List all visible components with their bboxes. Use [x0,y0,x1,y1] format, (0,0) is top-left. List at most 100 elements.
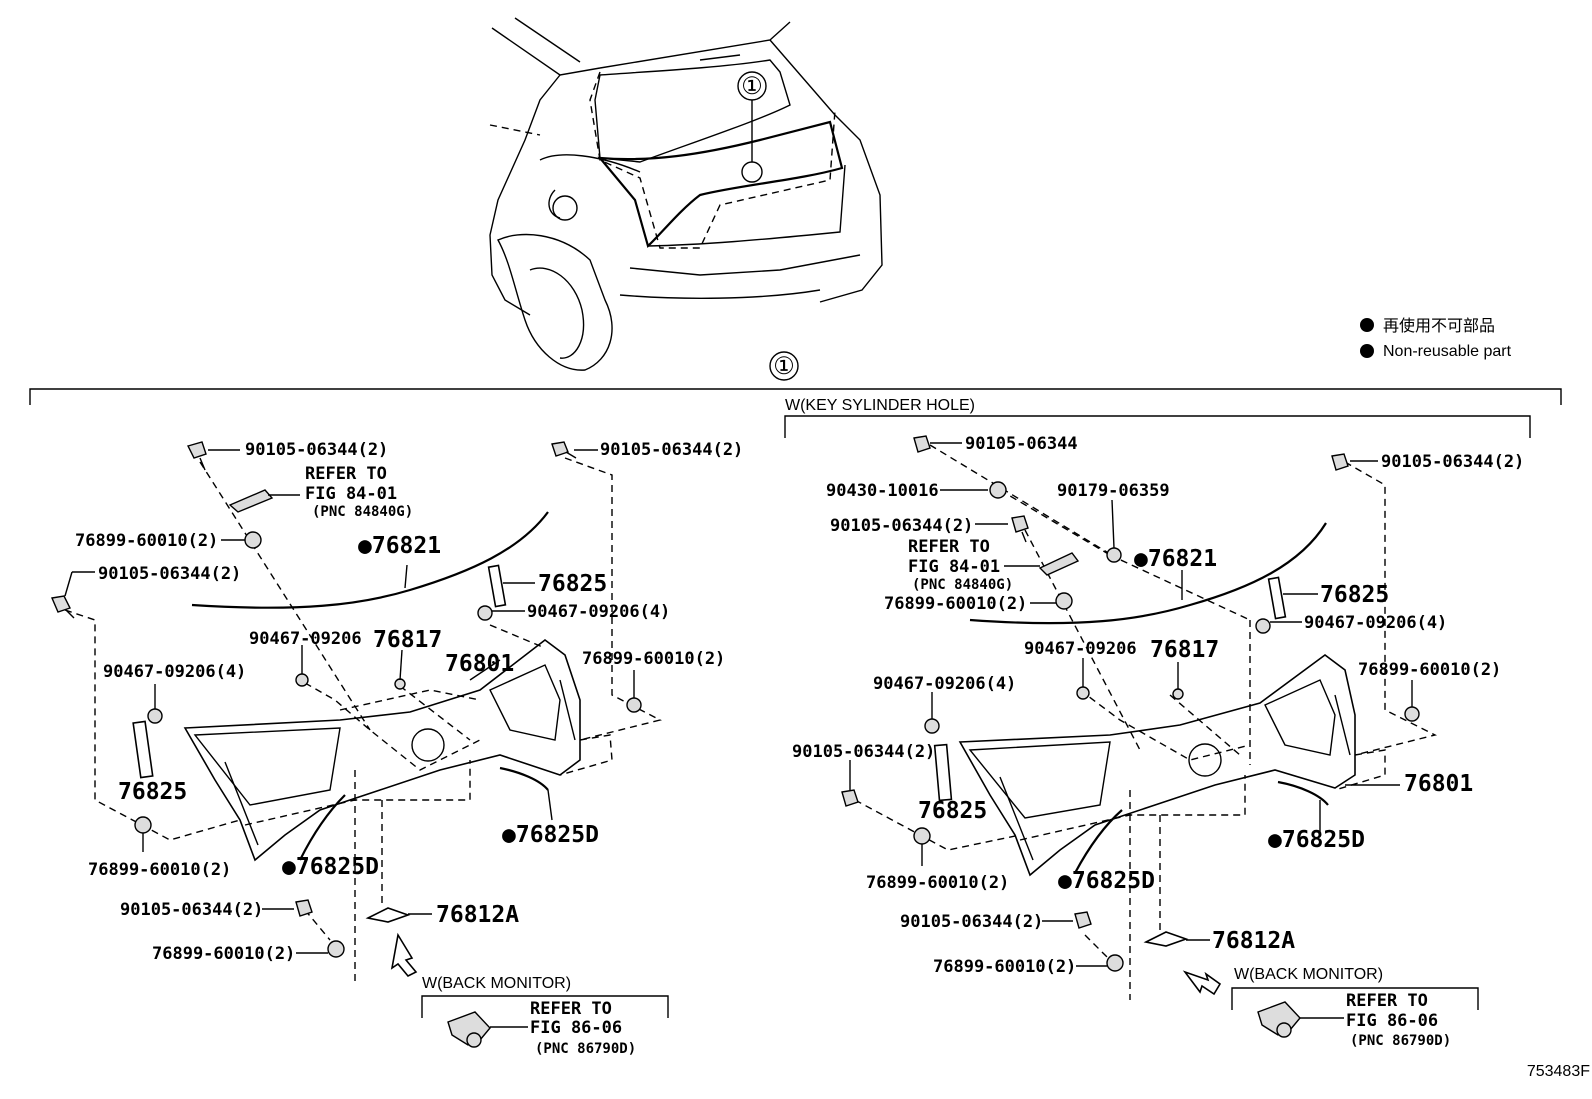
strip-76821-right [969,522,1327,625]
bracket-76812A-r [1143,931,1189,947]
label-r-clip-c: 76899-60010(2) [866,873,1009,893]
back-monitor-bracket [421,995,669,1018]
moulding-76825-left-r [933,743,953,802]
group-bracket [29,388,1562,405]
label-76812A: 76812A [436,902,519,928]
bracket-76812A [365,907,411,923]
clip-76899-c [134,816,152,834]
back-door-trim-panel [183,638,581,862]
label-76825-left: 76825 [118,779,187,805]
label-r-strip-76821: ●76821 [1134,546,1217,572]
label-clip-90467: 90467-09206 [249,629,362,649]
label-76825D-mid: ●76825D [282,854,379,880]
seal-76825D-right [499,766,549,791]
label-r-bolt-mid: 90105-06344(2) [830,516,973,536]
back-door-trim-panel-right [958,654,1356,877]
label-r-back-monitor: W(BACK MONITOR) [1234,966,1383,983]
view-arrow [390,932,418,977]
label-refer-86-pnc: (PNC 86790D) [535,1041,636,1057]
legend-jp: 再使用不可部品 [1383,317,1495,335]
back-monitor-bracket-r [1231,987,1479,1010]
vehicle-rear-illustration: ① [489,17,883,371]
camera-part-right [1257,1001,1301,1038]
clip-76899-a [244,531,262,549]
clip-90467-mid [295,673,309,687]
label-r-76825-left: 76825 [918,798,987,824]
label-r-76825D-right: ●76825D [1268,827,1365,853]
label-r-clip-90467-4-left: 90467-09206(4) [873,674,1016,694]
camera-part-left [447,1011,491,1048]
clip-90467-left [147,708,163,724]
figure-id: 753483F [1527,1063,1590,1080]
label-r-bolt-top: 90105-06344 [965,434,1078,454]
clip-76899-d-r [1106,954,1124,972]
seal-76825D-mid-r [1074,809,1123,874]
screw-76817 [394,678,406,690]
label-76801: 76801 [445,651,514,677]
label-76825D-right: ●76825D [502,822,599,848]
label-r-76825-right: 76825 [1320,582,1389,608]
label-bolt-left: 90105-06344(2) [98,564,241,584]
label-key-cylinder-group: W(KEY SYLINDER HOLE) [785,397,975,414]
clip-76899-a-r [1055,592,1073,610]
label-r-76801: 76801 [1404,771,1473,797]
callout-one-top: ① [741,73,763,100]
right-panel-labels: 90105-06344 90430-10016 90105-06344(2) 9… [792,434,1524,1049]
label-r-nut-90430: 90430-10016 [826,481,939,501]
clip-90467-right [477,605,493,621]
label-r-refer-86-line2: FIG 86-06 [1346,1011,1438,1031]
moulding-76825-left [132,720,154,779]
nut-90179 [1106,547,1122,563]
seal-76825D-mid [299,794,346,861]
left-panel [51,441,669,1048]
label-r-clip-d: 76899-60010(2) [933,957,1076,977]
left-panel-labels: 90105-06344(2) REFER TO FIG 84-01 (PNC 8… [75,440,743,1057]
label-r-76825D-mid: ●76825D [1058,868,1155,894]
label-r-clip-90467: 90467-09206 [1024,639,1137,659]
label-76825-top: 76825 [538,571,607,597]
legend-en: Non-reusable part [1383,343,1512,360]
bolt-90105-left [51,595,75,619]
bolt-90105-top-right [551,441,577,459]
clip-84840g [228,489,274,513]
clip-90467-mid-r [1076,686,1090,700]
seal-76825D-right-r [1277,780,1329,806]
label-refer-84-line2: FIG 84-01 [305,484,397,504]
label-r-refer-86-pnc: (PNC 86790D) [1350,1033,1451,1049]
label-refer-86-line2: FIG 86-06 [530,1018,622,1038]
clip-84840g-right [1038,552,1080,576]
bolt-90105-top-left [186,441,207,471]
clip-76899-b-r [1404,706,1420,722]
label-strip-76821: ●76821 [358,533,441,559]
label-r-refer-84-line1: REFER TO [908,537,990,557]
label-refer-84-pnc: (PNC 84840G) [312,504,413,520]
label-bolt-bottom: 90105-06344(2) [120,900,263,920]
bolt-90105-bottom [295,899,313,917]
moulding-76825-right [1267,576,1287,620]
bolt-90105-left-r [841,789,859,807]
label-r-clip-90467-4-right: 90467-09206(4) [1304,613,1447,633]
label-r-76812A: 76812A [1212,928,1295,954]
label-bolt-top-a: 90105-06344(2) [245,440,388,460]
clip-90467-right-r [1255,618,1271,634]
label-r-bolt-left: 90105-06344(2) [792,742,935,762]
clip-76899-c-r [913,827,931,845]
label-back-monitor: W(BACK MONITOR) [422,975,571,992]
label-r-refer-84-line2: FIG 84-01 [908,557,1000,577]
label-refer-84-line1: REFER TO [305,464,387,484]
label-clip-d: 76899-60010(2) [152,944,295,964]
clip-76899-b [626,697,642,713]
label-clip-b-right: 76899-60010(2) [582,649,725,669]
label-r-bolt-bottom: 90105-06344(2) [900,912,1043,932]
label-refer-86-line1: REFER TO [530,999,612,1019]
label-clip-90467-4-right: 90467-09206(4) [527,602,670,622]
bolt-90105-mid [1011,515,1029,543]
bolt-90105-bottom-r [1074,911,1092,929]
label-clip-a: 76899-60010(2) [75,531,218,551]
label-r-bolt-right-top: 90105-06344(2) [1381,452,1524,472]
legend: 再使用不可部品 Non-reusable part [1360,317,1512,360]
label-clip-90467-4-left: 90467-09206(4) [103,662,246,682]
nut-90430 [989,481,1007,499]
key-cylinder-group-bracket [784,415,1531,438]
